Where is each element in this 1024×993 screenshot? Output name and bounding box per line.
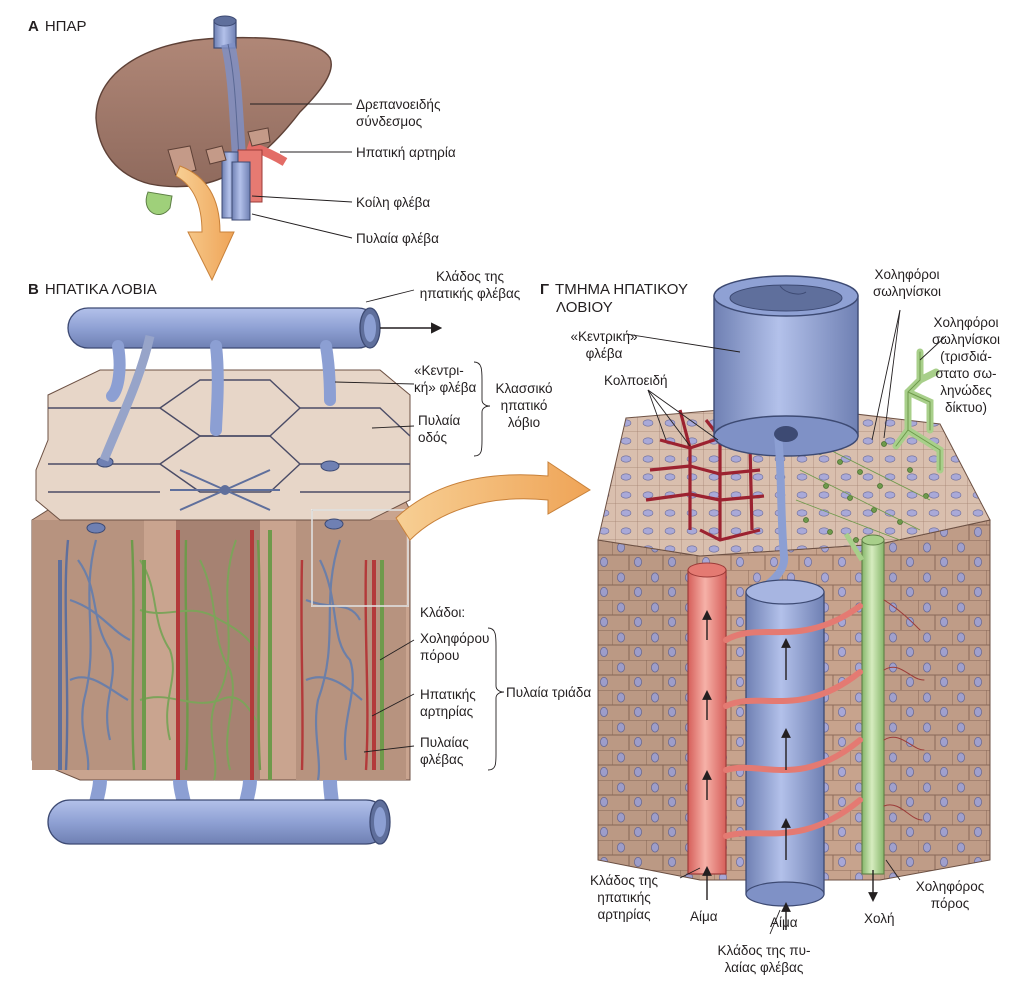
gallbladder: [145, 191, 173, 215]
lobules-illustration: [31, 307, 591, 845]
label-portal-triad: Πυλαία τριάδα: [506, 685, 592, 700]
portal-vein-bottom: [47, 799, 389, 845]
leader-lines-b: [334, 289, 505, 771]
label-branches: Κλάδοι:: [420, 605, 466, 620]
liver-shape: [95, 36, 332, 188]
label-hepatic-artery: Ηπατική αρτηρία: [356, 145, 456, 160]
portal-vein-branch: [745, 591, 825, 895]
label-sinusoids: Κολποειδή: [604, 373, 668, 388]
label-central-vein-b: «Κεντρι-κή» φλέβα: [414, 363, 477, 395]
central-vein: [713, 295, 859, 437]
label-bile-flow: Χολή: [864, 911, 895, 926]
panel-c-title-line2: ΛΟΒΙΟΥ: [556, 299, 613, 316]
bile-canaliculi: [803, 441, 929, 543]
label-portal-vein: Πυλαία φλέβα: [356, 231, 439, 246]
lobule-section-illustration: [597, 275, 991, 930]
label-blood-portal: Αίμα: [770, 915, 798, 930]
hepatic-artery-a: [246, 140, 288, 166]
label-central-vein-c: «Κεντρική»φλέβα: [570, 329, 638, 361]
orange-arrow-b-to-c: [395, 461, 591, 541]
label-vena-cava: Κοίλη φλέβα: [356, 195, 431, 210]
leader-lines-a: [250, 103, 353, 239]
label-blood-artery: Αίμα: [690, 909, 718, 924]
orange-arrow-a-to-b: [175, 165, 235, 282]
bile-duct: [861, 539, 885, 875]
label-portal-vein-branch-c: Κλάδος της πυ-λαίας φλέβας: [717, 943, 811, 975]
liver-illustration: [95, 15, 332, 282]
leader-lines-c: [625, 309, 947, 935]
portal-vein-a: [231, 161, 251, 221]
